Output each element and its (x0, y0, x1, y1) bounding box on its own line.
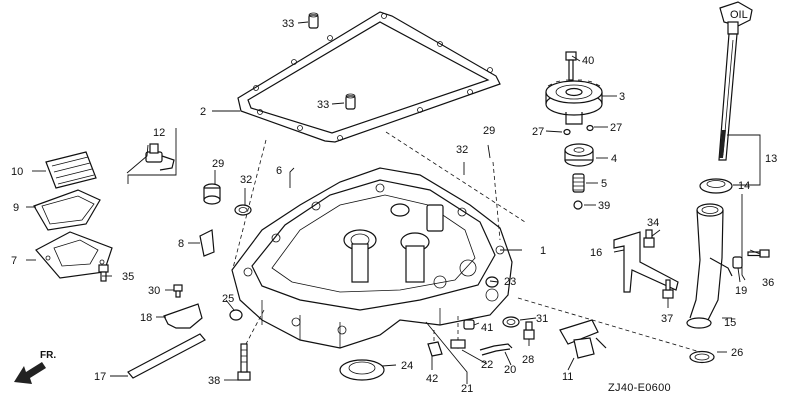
callout-40: 40 (582, 55, 594, 67)
callout-22: 22 (481, 359, 493, 371)
dipstick-o-ring (699, 178, 733, 194)
tube-collar (732, 256, 743, 269)
breather-cover (35, 231, 113, 279)
callout-34: 34 (647, 217, 659, 229)
oil-jet (450, 339, 466, 349)
breather-bolt (173, 284, 183, 298)
callout-16: 16 (590, 247, 602, 259)
callout-1: 1 (540, 245, 546, 257)
callout-32: 32 (240, 174, 252, 186)
dowel-pin (345, 93, 356, 110)
oil-level-switch (145, 143, 175, 171)
callout-26: 26 (731, 347, 743, 359)
callout-33: 33 (317, 99, 329, 111)
callout-33: 33 (282, 18, 294, 30)
callout-23: 23 (504, 276, 516, 288)
oil-level-rod (127, 333, 206, 379)
governor-bolt (565, 51, 577, 81)
breather-gasket (33, 189, 101, 231)
clip (427, 341, 443, 357)
callout-labels: 33 33 2 40 3 27 27 4 5 39 13 14 15 36 19… (11, 18, 777, 395)
drain-plug (203, 183, 221, 205)
callout-36: 36 (762, 277, 774, 289)
clamp (199, 229, 215, 257)
callout-15: 15 (724, 317, 736, 329)
callout-35: 35 (122, 271, 134, 283)
dipstick: OIL (718, 1, 753, 161)
filler-tube-o-ring (689, 350, 715, 364)
callout-4: 4 (611, 153, 617, 165)
direction-label: FR. (40, 350, 56, 361)
breather-tube (479, 343, 513, 356)
oil-seal (339, 359, 385, 381)
thrust-washer (586, 124, 594, 132)
relief-valve-elbow (559, 319, 607, 359)
sensor-sleeve (229, 309, 243, 321)
dipstick-marking: OIL (730, 9, 748, 21)
callout-24: 24 (401, 360, 413, 372)
callout-30: 30 (148, 285, 160, 297)
callout-41: 41 (481, 322, 493, 334)
drain-plug-washer (234, 204, 252, 216)
callout-3: 3 (619, 91, 625, 103)
callout-20: 20 (504, 364, 516, 376)
callout-29: 29 (483, 125, 495, 137)
bracket-bolt (643, 229, 655, 248)
callout-6: 6 (276, 165, 282, 177)
governor-holder (564, 143, 594, 167)
callout-14: 14 (738, 180, 750, 192)
callout-31: 31 (536, 313, 548, 325)
callout-39: 39 (598, 200, 610, 212)
callout-12: 12 (153, 127, 165, 139)
sealing-washer (502, 316, 520, 328)
callout-42: 42 (426, 373, 438, 385)
callout-18: 18 (140, 312, 152, 324)
callout-27: 27 (610, 122, 622, 134)
collar (463, 319, 475, 330)
callout-21: 21 (461, 383, 473, 395)
callout-19: 19 (735, 285, 747, 297)
oil-pan-gasket (237, 11, 501, 143)
callout-27: 27 (532, 126, 544, 138)
thrust-washer (563, 128, 571, 136)
plug-bolt (523, 321, 535, 340)
check-ball (573, 200, 583, 210)
bracket-bolt (662, 279, 674, 299)
oil-filler-tube (686, 203, 733, 329)
stay-bracket (613, 231, 679, 293)
callout-25: 25 (222, 293, 234, 305)
cover-bolt (98, 264, 109, 282)
callout-37: 37 (661, 313, 673, 325)
callout-29: 29 (212, 158, 224, 170)
pan-bolt (237, 343, 251, 381)
callout-28: 28 (522, 354, 534, 366)
callout-10: 10 (11, 166, 23, 178)
callout-13: 13 (765, 153, 777, 165)
governor-spring (572, 173, 585, 193)
retainer-plate (163, 303, 203, 329)
callout-7: 7 (11, 255, 17, 267)
front-direction-arrow-icon: FR. (14, 350, 56, 384)
callout-8: 8 (178, 238, 184, 250)
drawing-code: ZJ40-E0600 (608, 382, 671, 394)
callout-2: 2 (200, 106, 206, 118)
leader-lines (26, 21, 761, 384)
callout-5: 5 (601, 178, 607, 190)
oil-pan-body (231, 167, 513, 349)
breather-plate (45, 151, 97, 189)
dowel-pin (308, 12, 319, 29)
callout-32: 32 (456, 144, 468, 156)
governor-gear (545, 79, 603, 125)
callout-11: 11 (562, 371, 573, 383)
alignment-lines (232, 131, 701, 353)
callout-17: 17 (94, 371, 106, 383)
callout-38: 38 (208, 375, 220, 387)
callout-9: 9 (13, 202, 19, 214)
